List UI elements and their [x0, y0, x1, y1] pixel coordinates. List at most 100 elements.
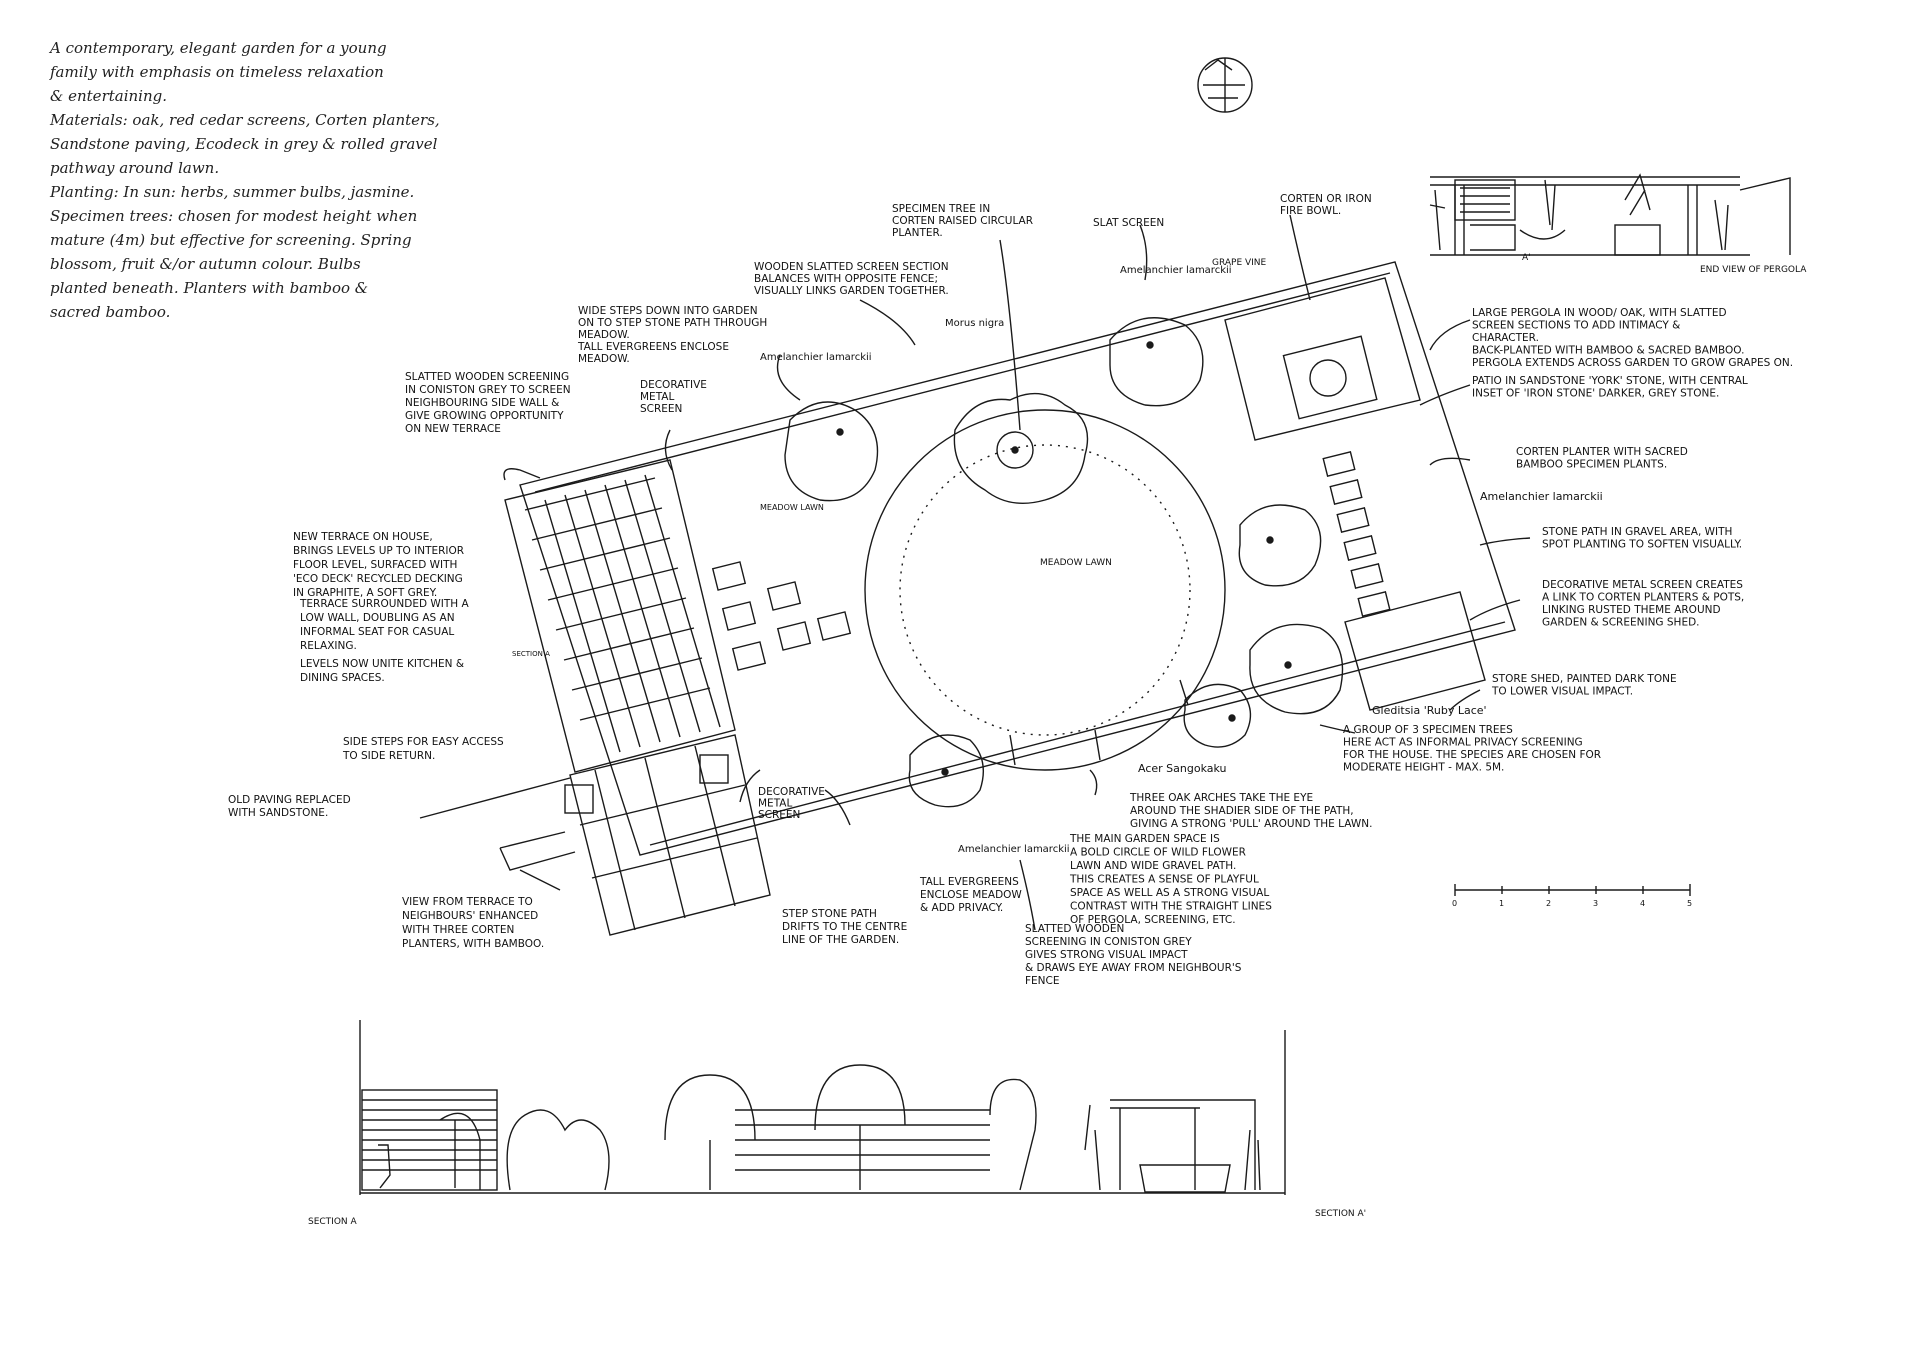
- scale-tick-label: 2: [1546, 899, 1551, 908]
- annotation-line: INFORMAL SEAT FOR CASUAL: [300, 626, 454, 638]
- plan-trees: [784, 317, 1344, 808]
- annotation-line: LOW WALL, DOUBLING AS AN: [300, 612, 455, 624]
- annotation-line: & DRAWS EYE AWAY FROM NEIGHBOUR'S: [1025, 962, 1242, 974]
- brief-line: sacred bamboo.: [50, 303, 171, 321]
- annotation-pergola: LARGE PERGOLA IN WOOD/ OAK, WITH SLATTED…: [1472, 307, 1793, 369]
- annotation-line: IN GRAPHITE, A SOFT GREY.: [293, 587, 437, 599]
- meadow-lawn-circle: [864, 409, 1226, 771]
- annotation-line: TO SIDE RETURN.: [342, 750, 435, 762]
- annotation-slat-screen: SLAT SCREEN: [1093, 217, 1164, 229]
- annotation-line: NEW TERRACE ON HOUSE,: [293, 531, 433, 543]
- annotation-line: SIDE STEPS FOR EASY ACCESS: [343, 736, 504, 748]
- annotation-line: INSET OF 'IRON STONE' DARKER, GREY STONE…: [1472, 388, 1719, 400]
- annotation-line: SLATTED WOODEN SCREENING: [405, 371, 569, 383]
- annotation-line: CORTEN OR IRON: [1280, 193, 1372, 205]
- annotation-line: A BOLD CIRCLE OF WILD FLOWER: [1070, 847, 1246, 859]
- brief-line: Planting: In sun: herbs, summer bulbs, j…: [50, 183, 415, 201]
- side-return-path: [419, 777, 576, 871]
- annotation-line: BACK-PLANTED WITH BAMBOO & SACRED BAMBOO…: [1472, 345, 1744, 357]
- annotation-line: FENCE: [1025, 975, 1060, 987]
- annotation-line: VISUALLY LINKS GARDEN TOGETHER.: [754, 285, 949, 297]
- annotation-line: OLD PAVING REPLACED: [228, 794, 351, 806]
- annotation-line: IN CONISTON GREY TO SCREEN: [405, 384, 571, 396]
- annotation-line: BAMBOO SPECIMEN PLANTS.: [1516, 459, 1667, 471]
- annotation-line: LAWN AND WIDE GRAVEL PATH.: [1070, 860, 1236, 872]
- annotation-line: GIVING A STRONG 'PULL' AROUND THE LAWN.: [1130, 818, 1372, 830]
- annotation-line: BALANCES WITH OPPOSITE FENCE;: [754, 273, 938, 285]
- annotation-line: A LINK TO CORTEN PLANTERS & POTS,: [1542, 592, 1744, 604]
- annotation-line: STONE PATH IN GRAVEL AREA, WITH: [1542, 526, 1732, 538]
- annotation-line: 'ECO DECK' RECYCLED DECKING: [293, 573, 463, 585]
- annotation-line: CONTRAST WITH THE STRAIGHT LINES: [1070, 901, 1272, 913]
- annotation-line: SPOT PLANTING TO SOFTEN VISUALLY.: [1542, 539, 1742, 551]
- annotation-line: OF PERGOLA, SCREENING, ETC.: [1070, 914, 1236, 926]
- annotation-line: FLOOR LEVEL, SURFACED WITH: [293, 559, 457, 571]
- brief-line: Sandstone paving, Ecodeck in grey & roll…: [50, 135, 438, 153]
- annotation-line: SCREEN: [758, 809, 800, 821]
- annotation-line: ON TO STEP STONE PATH THROUGH: [578, 317, 767, 329]
- annotation-line: DECORATIVE: [758, 786, 825, 798]
- annotation-line: FOR THE HOUSE. THE SPECIES ARE CHOSEN FO…: [1343, 749, 1601, 761]
- annotation-line: LINE OF THE GARDEN.: [782, 934, 899, 946]
- plan-label-label-a: SECTION A: [308, 1217, 358, 1227]
- annotation-line: ON NEW TERRACE: [405, 423, 501, 435]
- plan-label-amel-3: Amelanchier lamarckii: [1480, 490, 1603, 503]
- annotation-line: WIDE STEPS DOWN INTO GARDEN: [578, 305, 758, 317]
- annotation-line: & ADD PRIVACY.: [920, 902, 1003, 914]
- annotation-line: DECORATIVE METAL SCREEN CREATES: [1542, 579, 1743, 591]
- annotation-line: MEADOW.: [578, 329, 630, 341]
- plan-label-acer: Acer Sangokaku: [1138, 762, 1227, 775]
- sandstone-paving: [564, 734, 771, 936]
- step-stones: [711, 561, 852, 671]
- annotation-line: A GROUP OF 3 SPECIMEN TREES: [1343, 724, 1513, 736]
- plan-label-morus: Morus nigra: [945, 318, 1004, 329]
- annotation-line: SPECIMEN TREE IN: [892, 203, 990, 215]
- annotation-line: TALL EVERGREENS: [919, 876, 1019, 888]
- annotation-line: SCREEN: [640, 403, 682, 415]
- scale-tick-label: 3: [1593, 899, 1598, 908]
- annotation-line: LEVELS NOW UNITE KITCHEN &: [300, 658, 464, 670]
- annotation-patio: PATIO IN SANDSTONE 'YORK' STONE, WITH CE…: [1472, 375, 1748, 400]
- annotation-line: THE MAIN GARDEN SPACE IS: [1069, 833, 1220, 845]
- brief-line: A contemporary, elegant garden for a you…: [50, 39, 387, 57]
- brief-line: blossom, fruit &/or autumn colour. Bulbs: [50, 255, 361, 273]
- annotation-line: CORTEN PLANTER WITH SACRED: [1516, 446, 1688, 458]
- north-arrow-icon: [1197, 57, 1253, 113]
- annotation-line: SLATTED WOODEN: [1025, 923, 1124, 935]
- annotation-terrace-wall: TERRACE SURROUNDED WITH A LOW WALL, DOUBL…: [299, 598, 470, 652]
- store-shed: [1344, 591, 1486, 711]
- leader-lines: [503, 214, 1531, 931]
- annotation-line: SCREENING IN CONISTON GREY: [1025, 936, 1192, 948]
- annotation-line: METAL: [640, 391, 674, 403]
- annotation-line: PERGOLA EXTENDS ACROSS GARDEN TO GROW GR…: [1472, 357, 1793, 369]
- annotation-line: TERRACE SURROUNDED WITH A: [299, 598, 470, 610]
- plan-label-label: END VIEW OF PERGOLA: [1700, 265, 1807, 275]
- annotation-line: LINKING RUSTED THEME AROUND: [1542, 604, 1721, 616]
- annotation-line: WITH SANDSTONE.: [228, 807, 328, 819]
- scale-bar: [1454, 884, 1691, 896]
- brief-line: Specimen trees: chosen for modest height…: [50, 207, 418, 225]
- annotation-line: TALL EVERGREENS ENCLOSE: [577, 341, 729, 353]
- annotation-line: RELAXING.: [300, 640, 357, 652]
- annotation-line: SCREEN SECTIONS TO ADD INTIMACY &: [1472, 320, 1680, 332]
- brief-line: mature (4m) but effective for screening.…: [50, 231, 412, 249]
- plan-boundary: [519, 261, 1516, 856]
- scale-tick-label: 4: [1640, 899, 1645, 908]
- terrace-decking: [504, 459, 736, 773]
- annotation-line: SLAT SCREEN: [1093, 217, 1164, 229]
- plan-label-amel-1: Amelanchier lamarckii: [760, 352, 872, 363]
- brief-line: & entertaining.: [50, 87, 167, 105]
- annotation-line: GIVE GROWING OPPORTUNITY: [405, 410, 564, 422]
- annotation-line: BRINGS LEVELS UP TO INTERIOR: [293, 545, 464, 557]
- design-brief: A contemporary, elegant garden for a you…: [50, 36, 480, 324]
- annotation-line: STEP STONE PATH: [782, 908, 877, 920]
- central-specimen-tree: [953, 392, 1089, 505]
- annotation-levels: LEVELS NOW UNITE KITCHEN &DINING SPACES.: [300, 658, 464, 684]
